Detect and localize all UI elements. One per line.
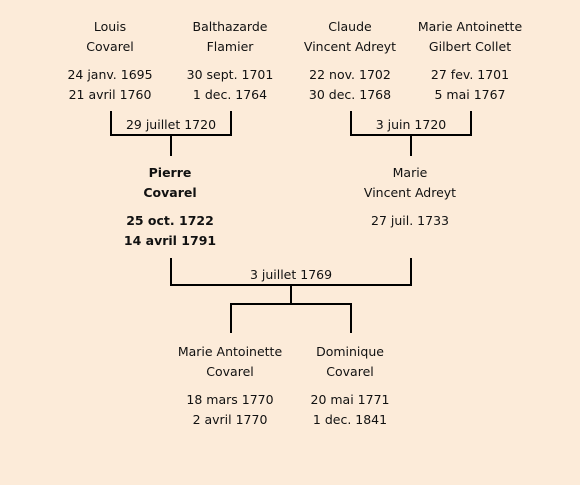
connector-balthazarde-down xyxy=(230,111,232,136)
birth-date: 18 mars 1770 xyxy=(186,392,274,407)
last-name: Covarel xyxy=(326,364,374,379)
first-name: Claude xyxy=(328,19,372,34)
death-date: 21 avril 1760 xyxy=(68,87,152,102)
first-name: Pierre xyxy=(148,165,192,180)
connector-louis-down xyxy=(110,111,112,136)
birth-date: 25 oct. 1722 xyxy=(126,213,214,228)
birth-date: 27 fev. 1701 xyxy=(430,67,510,82)
first-name: Marie xyxy=(392,165,428,180)
first-name: Marie Antoinette xyxy=(417,19,523,34)
connector-to-pierre xyxy=(170,134,172,156)
first-name: Marie Antoinette xyxy=(177,344,283,359)
death-date: 1 dec. 1764 xyxy=(192,87,268,102)
person-balthazarde-flamier: Balthazarde Flamier 30 sept. 1701 1 dec.… xyxy=(155,17,305,105)
first-name: Balthazarde xyxy=(192,19,268,34)
person-marie-antoinette-covarel: Marie Antoinette Covarel 18 mars 1770 2 … xyxy=(155,342,305,430)
last-name: Gilbert Collet xyxy=(428,39,512,54)
birth-date: 20 mai 1771 xyxy=(310,392,390,407)
person-louis-covarel: Louis Covarel 24 janv. 1695 21 avril 176… xyxy=(35,17,185,105)
birth-date: 27 juil. 1733 xyxy=(371,213,449,228)
person-marie-antoinette-gilbert-collet: Marie Antoinette Gilbert Collet 27 fev. … xyxy=(395,17,545,105)
connector-children-bar xyxy=(230,303,352,305)
last-name: Covarel xyxy=(143,185,197,200)
first-name: Louis xyxy=(93,19,127,34)
connector-claude-down xyxy=(350,111,352,136)
last-name: Vincent Adreyt xyxy=(363,185,457,200)
connector-pierre-down xyxy=(170,258,172,286)
death-date: 2 avril 1770 xyxy=(192,412,268,427)
birth-date: 22 nov. 1702 xyxy=(309,67,391,82)
last-name: Vincent Adreyt xyxy=(303,39,397,54)
marriage-date-pierre-marie: 3 juillet 1769 xyxy=(249,267,333,282)
connector-to-marie xyxy=(410,134,412,156)
marriage-date-claude-marie-antoinette: 3 juin 1720 xyxy=(375,117,447,132)
connector-child-1 xyxy=(230,303,232,333)
connector-child-2 xyxy=(350,303,352,333)
person-pierre-covarel: Pierre Covarel 25 oct. 1722 14 avril 179… xyxy=(95,163,245,251)
person-marie-vincent-adreyt: Marie Vincent Adreyt 27 juil. 1733 xyxy=(335,163,485,231)
last-name: Flamier xyxy=(206,39,254,54)
person-claude-vincent-adreyt: Claude Vincent Adreyt 22 nov. 1702 30 de… xyxy=(275,17,425,105)
person-dominique-covarel: Dominique Covarel 20 mai 1771 1 dec. 184… xyxy=(275,342,425,430)
last-name: Covarel xyxy=(206,364,254,379)
death-date: 5 mai 1767 xyxy=(434,87,506,102)
birth-date: 30 sept. 1701 xyxy=(186,67,274,82)
connector-marie-antoinette-down xyxy=(470,111,472,136)
first-name: Dominique xyxy=(316,344,384,359)
birth-date: 24 janv. 1695 xyxy=(67,67,153,82)
last-name: Covarel xyxy=(86,39,134,54)
connector-to-children xyxy=(290,284,292,305)
death-date: 14 avril 1791 xyxy=(123,233,217,248)
connector-marie-down xyxy=(410,258,412,286)
death-date: 30 dec. 1768 xyxy=(308,87,392,102)
death-date: 1 dec. 1841 xyxy=(312,412,388,427)
marriage-date-louis-balthazarde: 29 juillet 1720 xyxy=(125,117,217,132)
